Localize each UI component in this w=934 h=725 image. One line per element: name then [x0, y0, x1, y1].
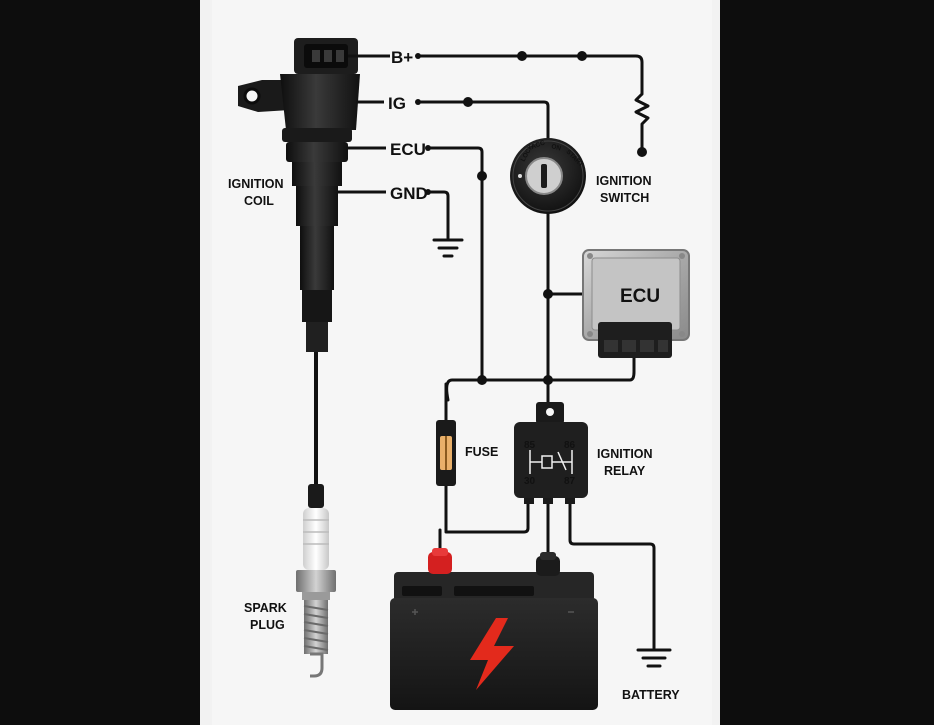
- label-ignition-relay-1: IGNITION: [597, 447, 653, 461]
- b-plus-wire: [416, 54, 644, 96]
- label-b-plus: B+: [391, 48, 413, 67]
- fuse-battery-wire: [444, 484, 530, 534]
- b-plus-resistor-symbol: [634, 92, 650, 150]
- lightning-bolt-icon: [470, 618, 514, 690]
- switch-position-acc: ACC: [530, 139, 546, 150]
- ground-symbol-battery: [636, 648, 672, 668]
- label-spark-plug-2: PLUG: [250, 618, 285, 632]
- bus-wire: [445, 350, 636, 402]
- label-ecu-module: ECU: [620, 286, 660, 307]
- label-ignition-coil-1: IGNITION: [228, 177, 284, 191]
- ignition-coil: [238, 38, 390, 352]
- ground-symbol-gnd: [432, 238, 464, 258]
- label-gnd: GND: [390, 184, 428, 203]
- label-ecu-pin: ECU: [390, 140, 426, 159]
- label-ig: IG: [388, 94, 406, 113]
- label-ignition-switch-2: SWITCH: [600, 191, 649, 205]
- relay-pin-30: 30: [524, 476, 536, 487]
- relay-pin-86: 86: [564, 440, 576, 451]
- ecu-module: [582, 249, 690, 358]
- label-ignition-relay-2: RELAY: [604, 464, 646, 478]
- ignition-switch: LOCK ACC ON START: [510, 138, 586, 214]
- ignition-relay: 85 86 30 87: [514, 402, 588, 504]
- label-fuse: FUSE: [465, 445, 498, 459]
- battery: [390, 548, 598, 710]
- relay-ground-wire: [568, 498, 656, 650]
- gnd-wire: [426, 190, 450, 240]
- label-ignition-coil-2: COIL: [244, 194, 274, 208]
- ecu-pin-wire: [426, 146, 484, 382]
- battery-negative-terminal: [536, 556, 560, 576]
- label-ignition-switch-1: IGNITION: [596, 174, 652, 188]
- relay-pin-85: 85: [524, 440, 536, 451]
- label-spark-plug-1: SPARK: [244, 601, 287, 615]
- wiring: [314, 54, 656, 650]
- battery-positive-terminal: [428, 552, 452, 574]
- wire-junctions: [415, 51, 647, 385]
- switch-position-on: ON: [550, 143, 562, 152]
- spark-plug: [296, 484, 336, 678]
- relay-pin-87: 87: [564, 476, 576, 487]
- ig-wire: [416, 100, 550, 142]
- fuse: [436, 420, 456, 486]
- label-battery: BATTERY: [622, 688, 680, 702]
